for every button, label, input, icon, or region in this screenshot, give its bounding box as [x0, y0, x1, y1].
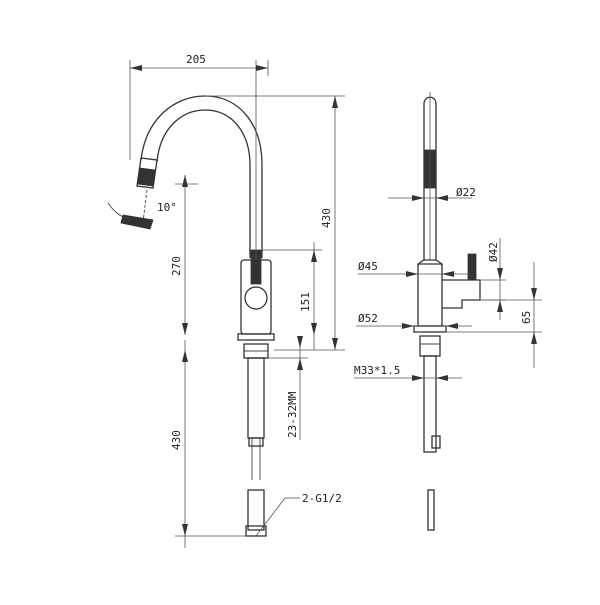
label-dia-base: Ø52 — [358, 312, 378, 325]
label-dia-body: Ø45 — [358, 260, 378, 273]
side-hose-end — [427, 489, 435, 531]
deck-base — [237, 333, 275, 341]
pullout-nozzle — [120, 214, 154, 230]
hose-end-connector — [247, 489, 265, 531]
side-hose-fitting — [431, 435, 441, 449]
arrow-handle-top — [311, 250, 317, 262]
spray-head-pullout-dashed — [142, 189, 148, 223]
arrow-dia-body-left — [406, 271, 418, 277]
side-body-flare — [417, 259, 443, 267]
arrow-65-top — [531, 288, 537, 300]
spray-head — [136, 157, 158, 189]
arrow-spout-top — [182, 175, 188, 187]
label-below-deck: 430 — [170, 430, 183, 450]
label-hose-connection: 2-G1/2 — [302, 492, 342, 505]
arrow-dia-handle-top — [497, 268, 503, 280]
spray-head-grip — [137, 167, 156, 187]
mount-shank — [247, 357, 265, 439]
side-shank — [423, 355, 437, 453]
pullout-hose-curve — [107, 202, 131, 220]
arrow-height-bottom — [332, 338, 338, 350]
side-handle-arm — [442, 279, 481, 309]
label-pullout-angle: 10° — [157, 201, 177, 214]
spout-inner-curve — [156, 109, 251, 258]
arrow-dia-base-right — [446, 323, 458, 329]
label-dia-handle: Ø42 — [487, 242, 500, 262]
side-body — [417, 263, 443, 327]
hose-end-nut — [245, 525, 267, 537]
label-handle: 151 — [299, 292, 312, 312]
arrow-65-bottom — [531, 332, 537, 344]
label-deck-thickness: 23-32MM — [286, 391, 299, 438]
front-view: 205 430 270 10° 151 23-32MM 430 — [107, 53, 345, 548]
arrow-width-right — [256, 65, 268, 71]
arrow-height-top — [332, 96, 338, 108]
spout-outer-curve — [140, 95, 263, 258]
label-height-total: 430 — [320, 208, 333, 228]
arrow-below-top — [182, 350, 188, 362]
arrow-spout-bottom — [182, 323, 188, 335]
side-handle-lever — [467, 253, 477, 281]
side-base — [413, 325, 447, 333]
hose-fitting — [248, 437, 264, 447]
arrow-deck-bottom — [297, 358, 303, 370]
arrow-handle-bottom — [311, 323, 317, 335]
arrow-dia-base-left — [402, 323, 414, 329]
side-view: Ø22 Ø45 Ø42 65 Ø52 M33*1.5 — [354, 92, 542, 531]
arrow-thread-left — [412, 375, 424, 381]
side-spout — [423, 96, 437, 261]
arrow-width-left — [130, 65, 142, 71]
handle-knob — [244, 286, 268, 310]
arrow-dia-body-right — [442, 271, 454, 277]
arrow-dia-spout-right — [436, 195, 448, 201]
label-handle-height: 65 — [520, 311, 533, 324]
label-spout-height: 270 — [170, 256, 183, 276]
arrow-dia-handle-bottom — [497, 300, 503, 312]
arrow-dia-spout-left — [412, 195, 424, 201]
label-width: 205 — [186, 53, 206, 66]
leader-hose — [255, 497, 286, 537]
arrow-thread-right — [436, 375, 448, 381]
arrow-deck-top — [297, 336, 303, 348]
arrow-below-bottom — [182, 524, 188, 536]
label-thread: M33*1.5 — [354, 364, 400, 377]
label-dia-spout: Ø22 — [456, 186, 476, 199]
side-nut — [419, 335, 441, 357]
